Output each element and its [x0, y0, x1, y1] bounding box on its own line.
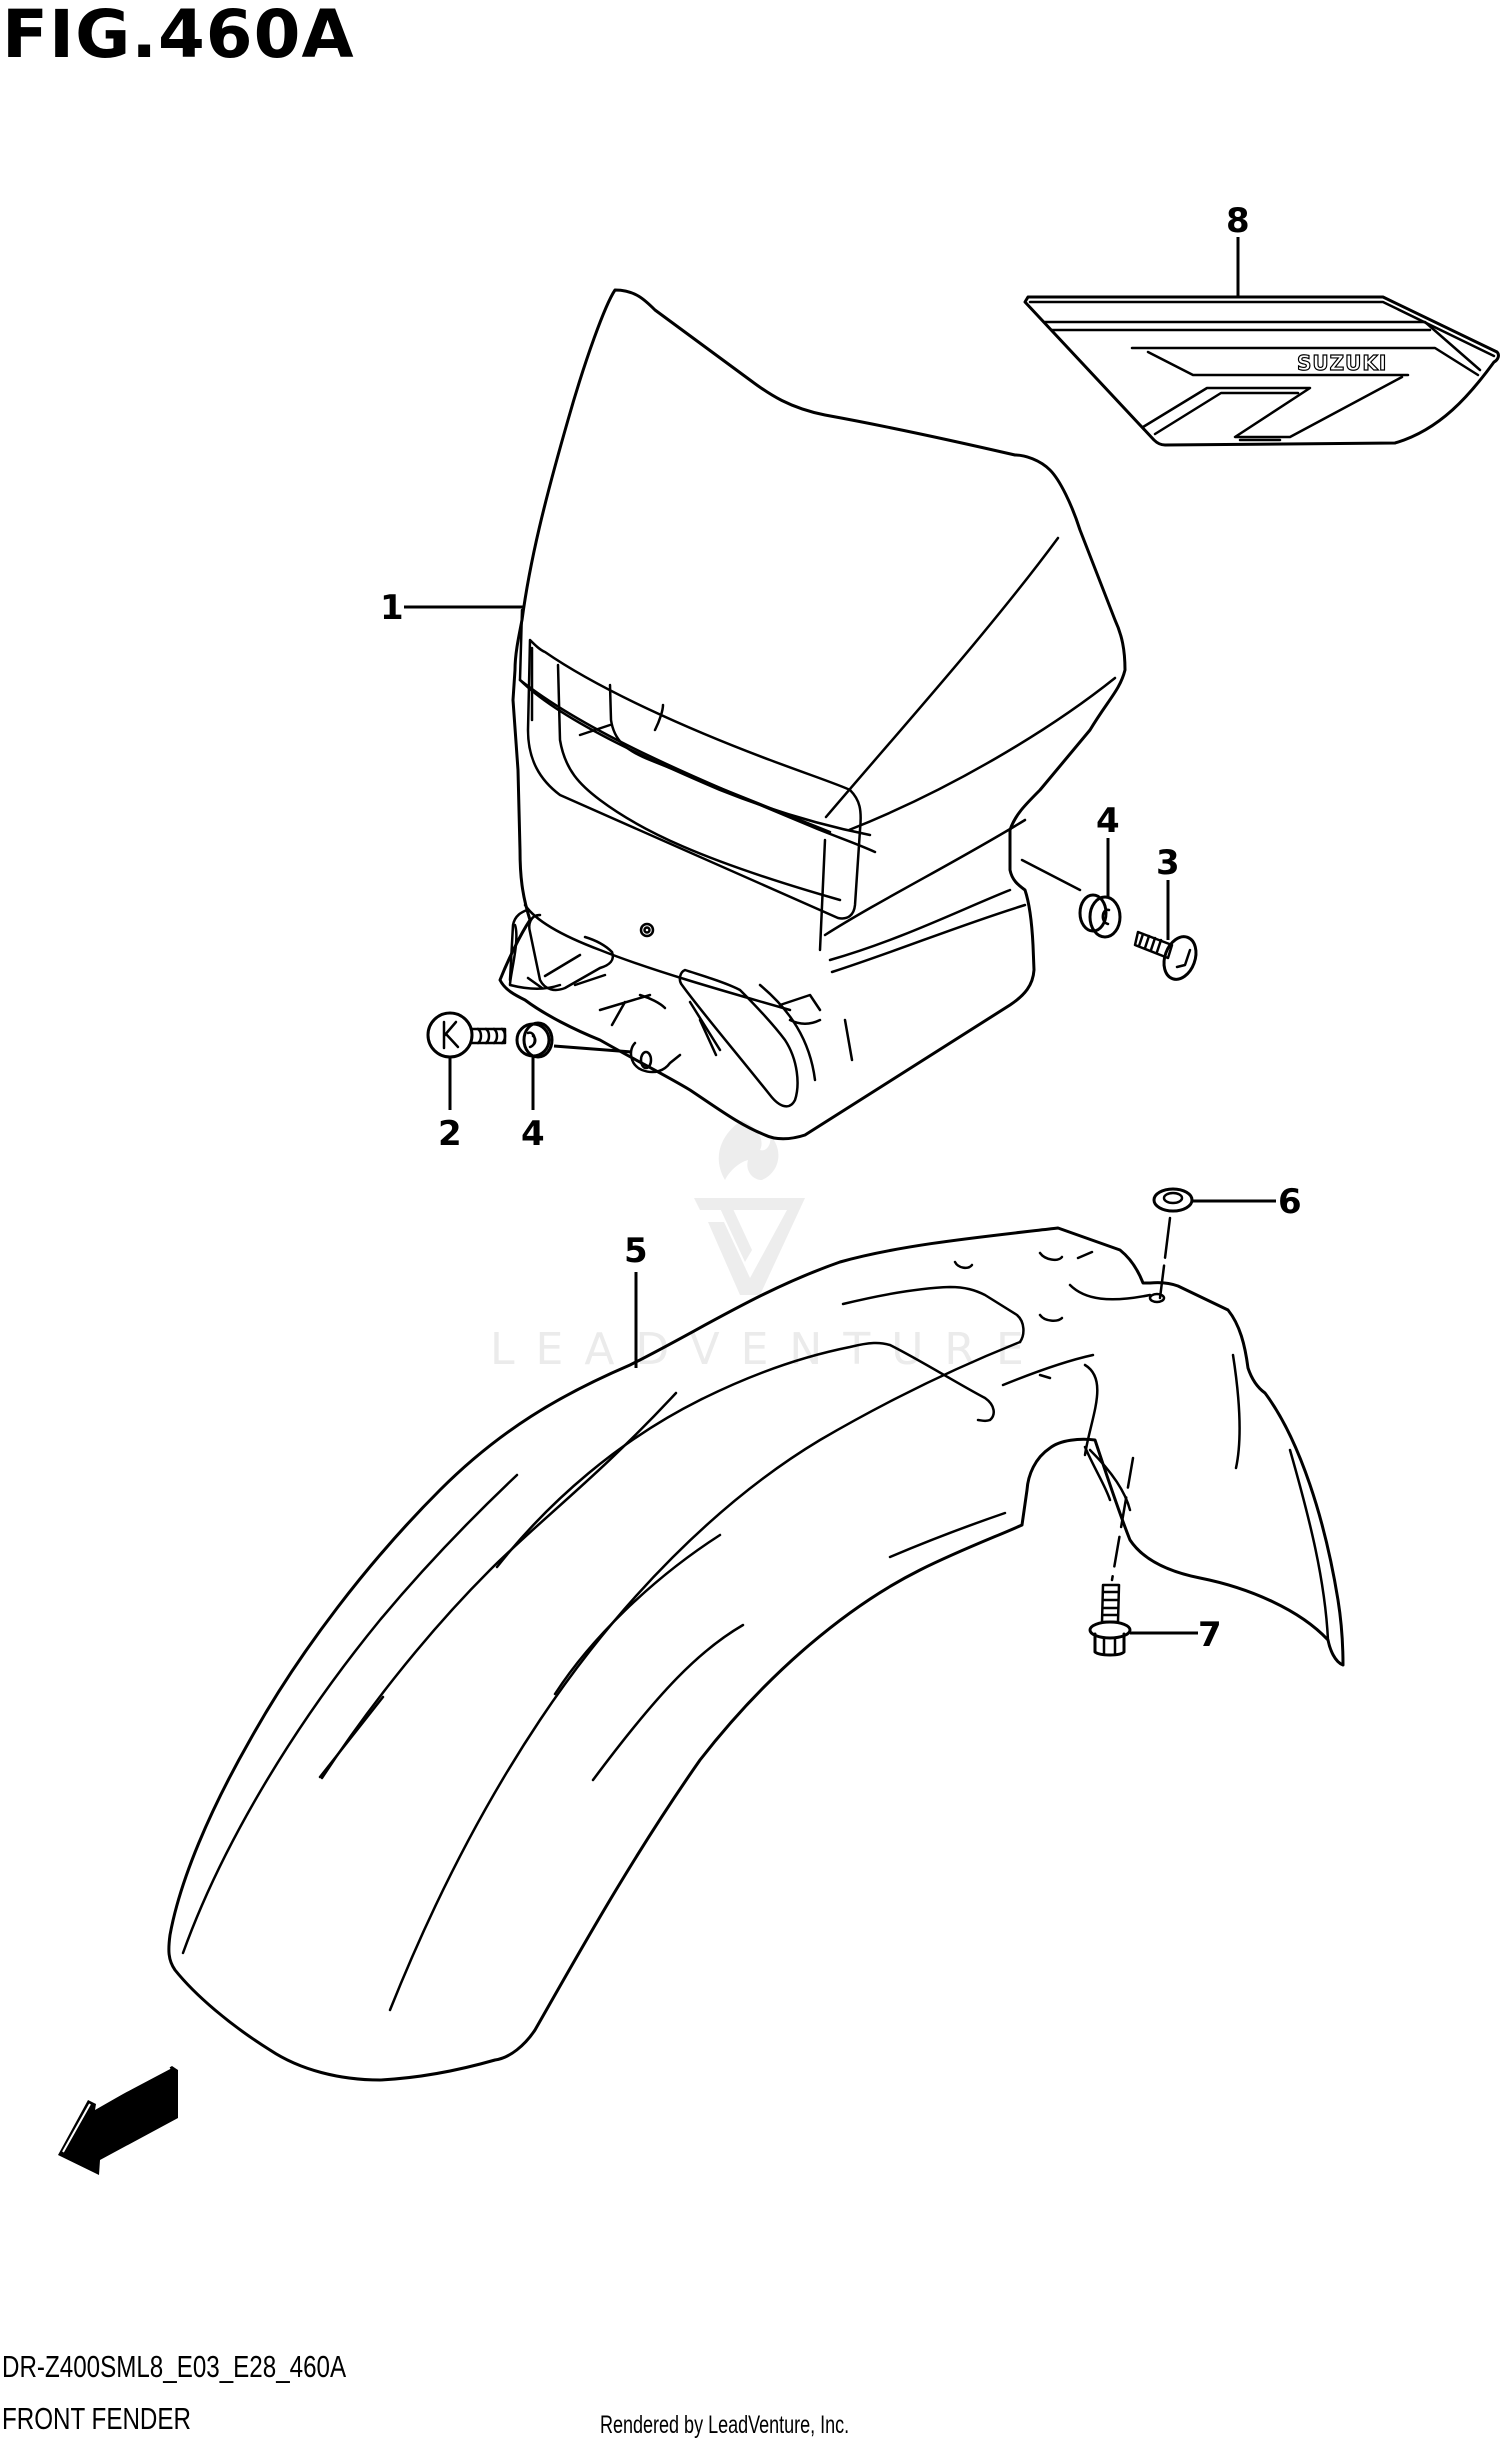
fender-bolt: 7 — [1088, 1456, 1222, 1657]
grommet-right: 4 — [1078, 801, 1122, 939]
decal-brand-text: SUZUKI — [1297, 351, 1387, 375]
callout-6: 7 — [1198, 1615, 1222, 1655]
figure-name: FRONT FENDER — [2, 2401, 191, 2436]
watermark: LEADVENTURE — [490, 1120, 1045, 1375]
headlight-cowl: 1 — [380, 288, 1127, 1141]
watermark-v-logo-icon — [694, 1198, 805, 1295]
callout-4-right: 4 — [1096, 801, 1120, 841]
bolt: 2 — [426, 1011, 507, 1154]
callout-3: 3 — [1156, 843, 1180, 883]
emblem-decal: SUZUKI 8 — [1023, 201, 1500, 447]
callout-7: 6 — [1278, 1182, 1302, 1222]
forward-arrow-icon: FWD — [58, 2066, 178, 2175]
grommet-left: 4 — [515, 1021, 633, 1154]
rendered-by-credit: Rendered by LeadVenture, Inc. — [600, 2411, 850, 2439]
callout-2: 2 — [438, 1114, 462, 1154]
nut: 6 — [1152, 1182, 1302, 1300]
figure-code: DR-Z400SML8_E03_E28_460A — [2, 2349, 347, 2384]
figure-title: FIG.460A — [2, 0, 355, 73]
front-fender: 5 — [167, 1226, 1345, 2082]
callout-8: 8 — [1226, 201, 1250, 241]
watermark-flame-icon — [718, 1120, 779, 1180]
callout-1: 1 — [380, 588, 404, 628]
watermark-text: LEADVENTURE — [490, 1324, 1045, 1375]
callout-4-left: 4 — [521, 1114, 545, 1154]
screw: 3 — [1133, 843, 1198, 981]
callout-5: 5 — [624, 1231, 648, 1271]
